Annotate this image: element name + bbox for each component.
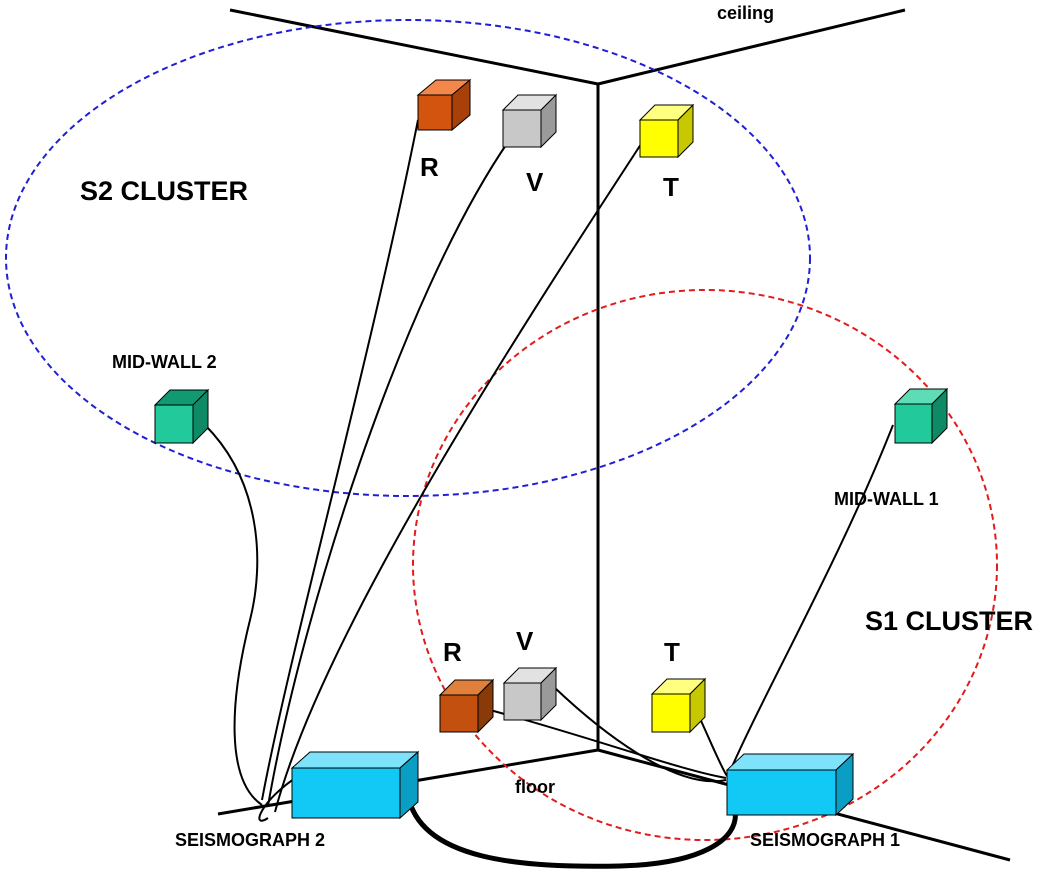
seismograph-1-label: SEISMOGRAPH 1 — [750, 830, 900, 850]
mid-wall-1-label: MID-WALL 1 — [834, 489, 939, 509]
s1-r-label: R — [443, 637, 462, 667]
s2-t-label: T — [663, 172, 679, 202]
wire-mid-wall-2 — [204, 424, 263, 806]
wire-s2-bundle-loop — [258, 774, 301, 822]
ceiling-left-edge — [229, 8, 599, 86]
ceiling-label: ceiling — [717, 3, 774, 23]
s2-r-label: R — [420, 152, 439, 182]
wire-s2-r — [261, 119, 419, 801]
sensor-s2-v — [501, 93, 558, 149]
sensor-s2-r — [416, 78, 472, 132]
s2-cluster-outline — [5, 19, 811, 497]
s1-cluster-outline — [412, 289, 998, 841]
wire-s1-t — [696, 711, 728, 777]
sensor-s2-t — [638, 103, 695, 159]
s2-v-label: V — [526, 167, 544, 197]
s1-t-label: T — [664, 637, 680, 667]
s2-wires — [204, 119, 646, 822]
seismograph-2-box — [290, 750, 420, 820]
room-outline — [217, 8, 1011, 862]
sensor-s1-r — [438, 678, 495, 734]
sensor-mid-wall-2 — [153, 388, 210, 445]
sensor-s1-v — [502, 666, 558, 722]
floor-label: floor — [515, 777, 555, 797]
wire-s2-v — [267, 141, 509, 807]
s2-cluster-label: S2 CLUSTER — [80, 176, 248, 206]
s1-wires — [489, 424, 894, 783]
wire-s2-t — [274, 137, 646, 813]
ceiling-right-edge — [597, 8, 906, 86]
sensor-mid-wall-1 — [893, 387, 949, 445]
s1-v-label: V — [516, 626, 534, 656]
sensor-s1-t — [650, 677, 707, 734]
seismograph-link-cable — [405, 794, 738, 869]
seismograph-2-label: SEISMOGRAPH 2 — [175, 830, 325, 850]
mid-wall-2-label: MID-WALL 2 — [112, 352, 217, 372]
seismograph-1-box — [725, 752, 855, 817]
wire-s1-v — [554, 687, 727, 783]
wire-s1-r — [489, 709, 727, 779]
s1-cluster-label: S1 CLUSTER — [865, 606, 1033, 636]
wire-mid-wall-1 — [727, 424, 894, 777]
